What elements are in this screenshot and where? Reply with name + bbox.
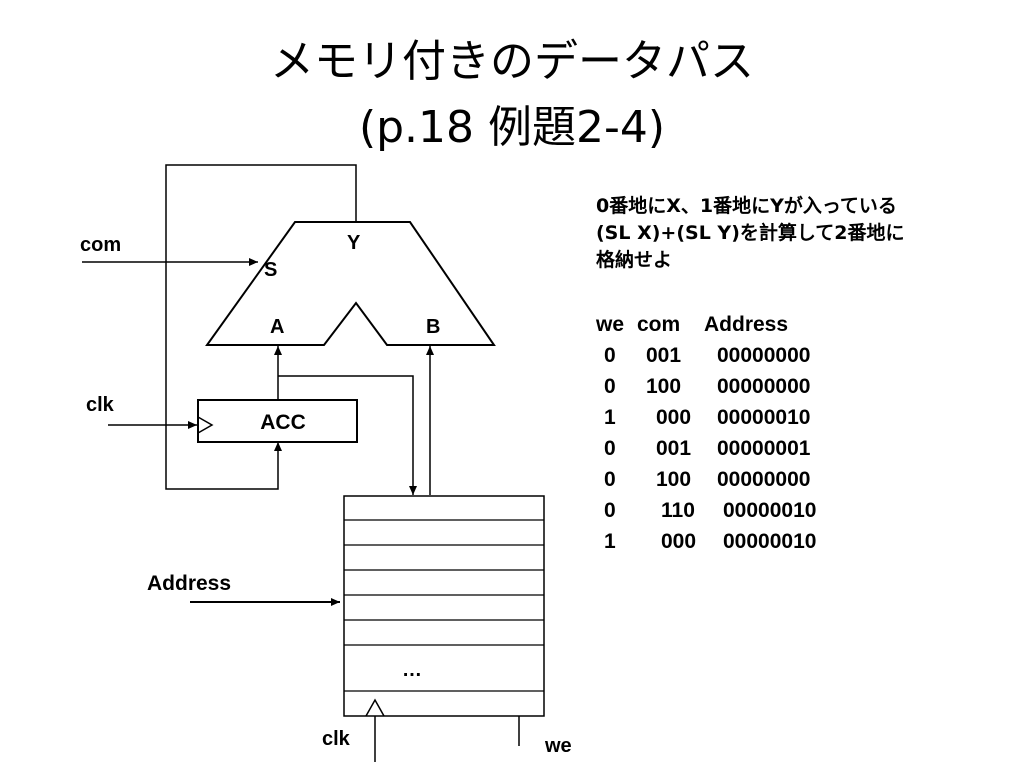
cell-we: 0 — [604, 344, 616, 367]
we-label: we — [544, 735, 572, 757]
cell-com: 100 — [646, 375, 682, 398]
header-address: Address — [704, 313, 789, 336]
alu-input-a-label: A — [270, 316, 284, 338]
page-title: メモリ付きのデータパス — [270, 36, 754, 87]
com-label: com — [80, 234, 121, 256]
table-row: 0 110 00000010 — [596, 499, 856, 530]
memory-clk-label: clk — [322, 728, 351, 750]
cell-com: 001 — [656, 437, 692, 460]
cell-com: 000 — [661, 530, 697, 553]
cell-we: 0 — [604, 375, 616, 398]
problem-description: 0番地にX、1番地にYが入っている (SL X)+(SL Y)を計算して2番地に… — [596, 193, 1016, 274]
cell-we: 0 — [604, 499, 616, 522]
cell-address: 00000001 — [717, 437, 811, 460]
acc-register — [197, 399, 358, 443]
memory-clock-triangle — [365, 698, 385, 717]
cell-address: 00000010 — [723, 530, 817, 553]
table-row: 0 001 00000000 — [596, 344, 856, 375]
table-row: 1 000 00000010 — [596, 530, 856, 561]
description-line: (SL X)+(SL Y)を計算して2番地に — [596, 222, 905, 244]
cell-we: 0 — [604, 468, 616, 491]
address-label: Address — [147, 572, 231, 595]
table-row: 0 001 00000001 — [596, 437, 856, 468]
table-row: 0 100 00000000 — [596, 468, 856, 499]
alu-input-b-label: B — [426, 316, 440, 338]
cell-we: 0 — [604, 437, 616, 460]
description-line: 格納せよ — [596, 249, 673, 271]
cell-address: 00000010 — [723, 499, 817, 522]
cell-com: 100 — [656, 468, 692, 491]
table-row: 1 000 00000010 — [596, 406, 856, 437]
acc-label: ACC — [260, 411, 306, 434]
alu-select-label: S — [264, 259, 277, 281]
memory-block — [343, 495, 545, 717]
feedback-wire — [165, 164, 357, 490]
description-line: 0番地にX、1番地にYが入っている — [596, 195, 897, 217]
acc-clock-triangle — [197, 416, 214, 434]
cell-we: 1 — [604, 406, 616, 429]
alu-shape — [205, 221, 496, 346]
header-we: we — [596, 313, 625, 336]
cell-com: 000 — [656, 406, 692, 429]
alu-output-label: Y — [347, 232, 361, 254]
cell-address: 00000000 — [717, 468, 811, 491]
cell-com: 001 — [646, 344, 682, 367]
table-row: 0 100 00000000 — [596, 375, 856, 406]
cell-address: 00000010 — [717, 406, 811, 429]
memory-ellipsis: … — [402, 659, 422, 681]
header-com: com — [637, 313, 681, 336]
acc-to-memory-wire — [278, 375, 417, 495]
cell-address: 00000000 — [717, 344, 811, 367]
cell-we: 1 — [604, 530, 616, 553]
cell-com: 110 — [661, 499, 695, 522]
page-subtitle: (p.18 例題2-4) — [358, 102, 666, 153]
cell-address: 00000000 — [717, 375, 811, 398]
acc-clk-label: clk — [86, 394, 115, 416]
